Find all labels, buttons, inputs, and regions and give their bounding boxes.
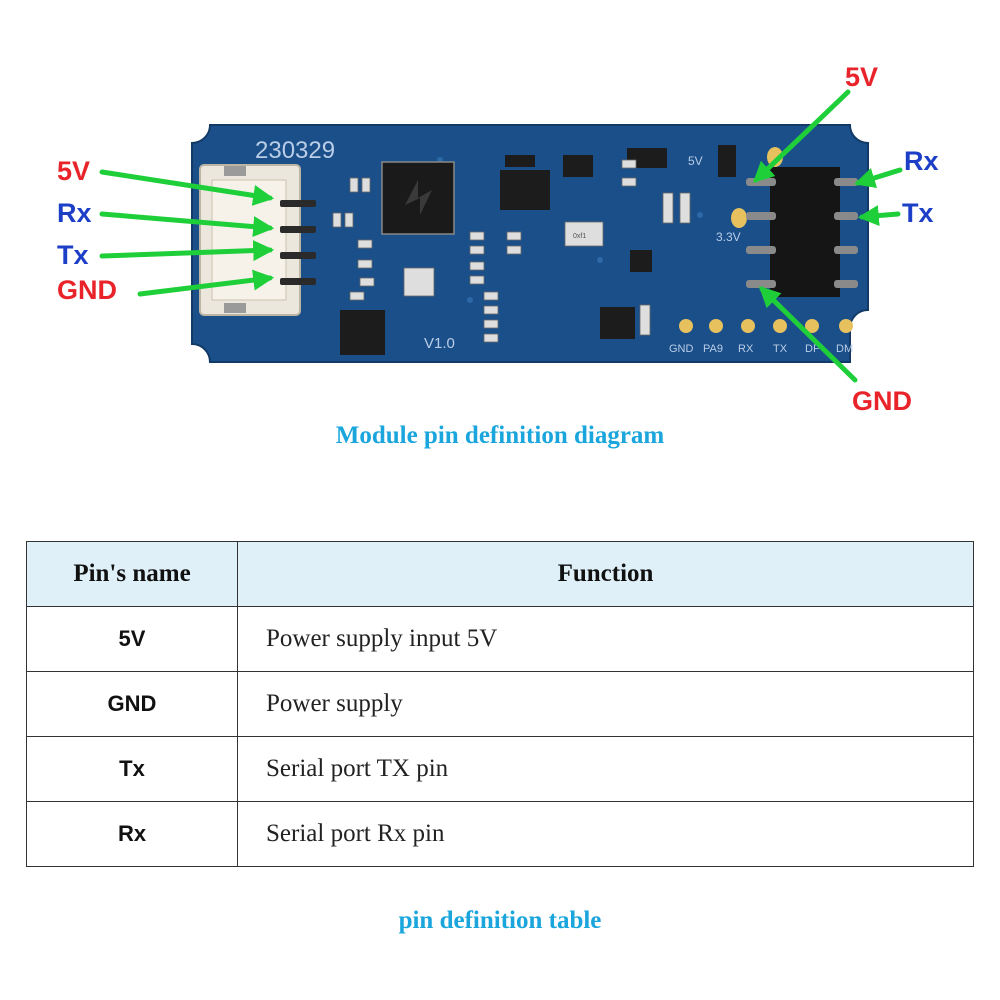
- table-caption: pin definition table: [398, 907, 602, 934]
- pin-function-cell: Serial port TX pin: [237, 736, 974, 802]
- arrow-right-tx: [857, 205, 901, 227]
- voltage-33v-label: 3.3V: [716, 230, 741, 244]
- date-code: 230329: [255, 137, 335, 164]
- pin-header: [746, 167, 858, 297]
- arrow-right-5v: [752, 89, 851, 183]
- mcu-chip: [381, 161, 455, 235]
- table-row: Tx Serial port TX pin: [26, 736, 974, 802]
- chip-marking: 0xf1: [573, 233, 586, 240]
- header-pin-name: Pin's name: [26, 541, 238, 607]
- bottom-pads: [679, 319, 853, 333]
- pad-label-rx: RX: [738, 343, 754, 355]
- pin-name-cell: Rx: [26, 801, 238, 867]
- table-row: Rx Serial port Rx pin: [26, 801, 974, 867]
- arrow-left-tx: [99, 240, 275, 262]
- smd-components: [340, 145, 736, 355]
- header-function: Function: [237, 541, 974, 607]
- pin-name-cell: GND: [26, 671, 238, 737]
- pin-name-cell: Tx: [26, 736, 238, 802]
- pin-arrows: [99, 89, 903, 383]
- right-label-5v: 5V: [845, 62, 878, 92]
- arrow-left-rx: [99, 211, 275, 238]
- pin-definition-table: Pin's name Function 5V Power supply inpu…: [26, 541, 974, 867]
- arrow-right-rx: [853, 167, 903, 189]
- right-label-gnd: GND: [852, 386, 912, 416]
- pin-function-cell: Power supply: [237, 671, 974, 737]
- pad-label-dm: DM: [836, 343, 853, 355]
- pad-label-pa9: PA9: [703, 343, 723, 355]
- module-board-diagram: 230329 V1.0 5V 3.3V: [57, 62, 939, 416]
- arrow-right-gnd: [758, 286, 858, 383]
- table-header-row: Pin's name Function: [26, 541, 974, 607]
- voltage-5v-label: 5V: [688, 154, 703, 168]
- pcb-board: [191, 124, 869, 363]
- arrow-left-5v: [99, 169, 275, 206]
- left-label-5v: 5V: [57, 156, 90, 186]
- pin-name-cell: 5V: [26, 606, 238, 672]
- pin-function-cell: Power supply input 5V: [237, 606, 974, 672]
- arrow-left-gnd: [137, 269, 275, 297]
- left-label-rx: Rx: [57, 198, 92, 228]
- pad-label-tx: TX: [773, 343, 788, 355]
- right-label-tx: Tx: [902, 198, 934, 228]
- pad-label-gnd: GND: [669, 343, 694, 355]
- version-label: V1.0: [424, 335, 455, 352]
- table-row: GND Power supply: [26, 671, 974, 737]
- diagram-caption: Module pin definition diagram: [335, 422, 665, 449]
- left-label-gnd: GND: [57, 275, 117, 305]
- right-label-rx: Rx: [904, 146, 939, 176]
- pad-label-dp: DP: [805, 343, 820, 355]
- jst-connector: [199, 164, 316, 316]
- left-label-tx: Tx: [57, 240, 89, 270]
- table-row: 5V Power supply input 5V: [26, 606, 974, 672]
- pin-function-cell: Serial port Rx pin: [237, 801, 974, 867]
